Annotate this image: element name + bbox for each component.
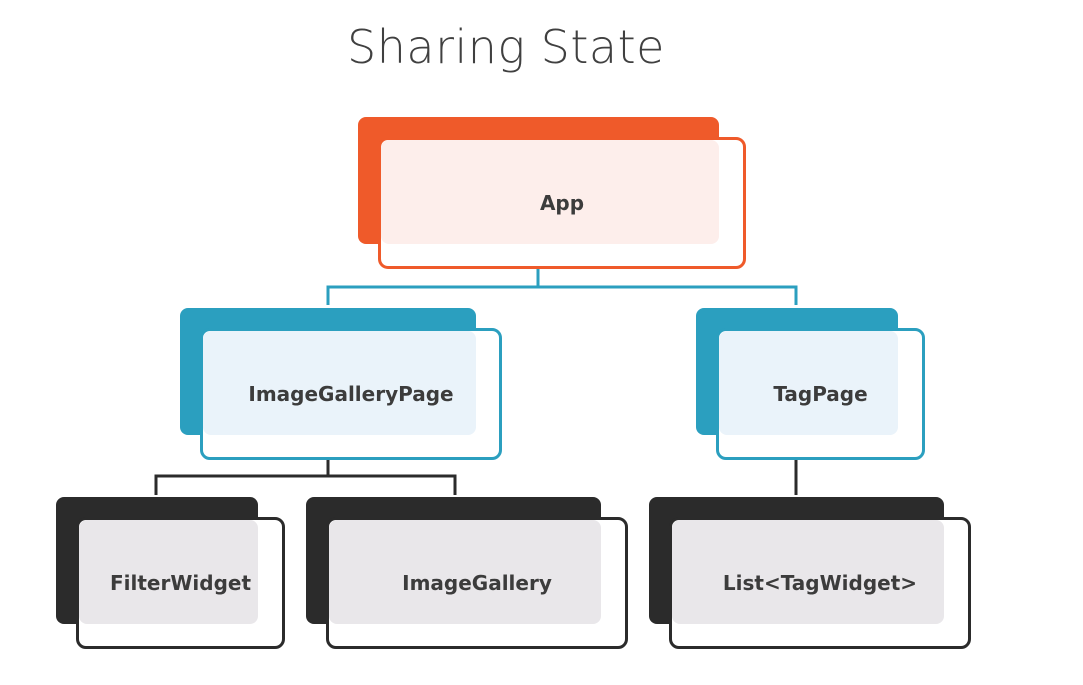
diagram-title: Sharing State <box>347 20 665 74</box>
node-tag-page: TagPage <box>696 308 925 461</box>
node-image-gallery-page-fill <box>203 331 476 435</box>
node-tag-page-fill <box>719 331 898 435</box>
node-filter-widget-label: FilterWidget <box>109 571 252 595</box>
node-image-gallery-page: ImageGalleryPage <box>180 308 502 461</box>
node-filter-widget-fill <box>79 520 258 624</box>
node-image-gallery-fill <box>329 520 601 624</box>
node-image-gallery-label: ImageGallery <box>402 571 552 595</box>
node-app-label: App <box>539 191 585 215</box>
node-list-tag-widget-fill <box>672 520 944 624</box>
node-tag-page-label: TagPage <box>773 382 868 406</box>
node-image-gallery: ImageGallery <box>306 497 628 650</box>
node-app-fill <box>381 140 719 244</box>
node-app: App <box>358 117 746 270</box>
node-list-tag-widget-label: List<TagWidget> <box>722 571 918 595</box>
node-list-tag-widget: List<TagWidget> <box>649 497 971 650</box>
node-filter-widget: FilterWidget <box>56 497 285 650</box>
node-image-gallery-page-label: ImageGalleryPage <box>248 382 454 406</box>
